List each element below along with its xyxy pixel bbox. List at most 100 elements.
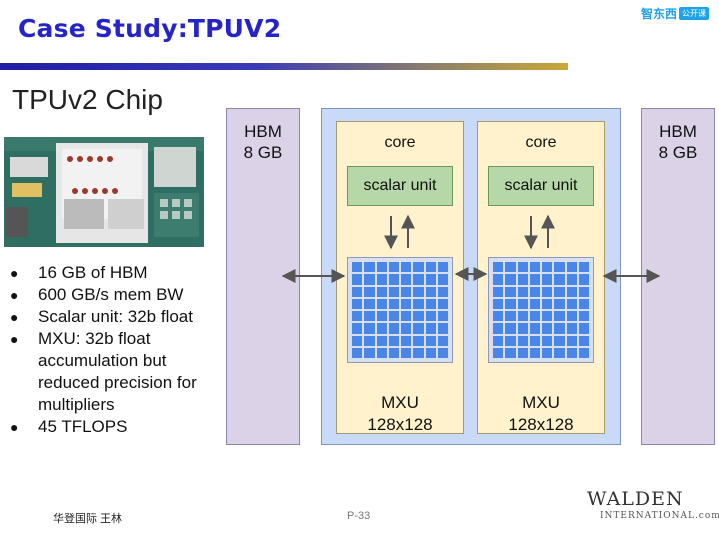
- bullet-icon: ●: [10, 287, 19, 303]
- mxu-cell: [425, 311, 436, 322]
- mxu-cell: [401, 274, 412, 285]
- mxu-cell: [401, 335, 412, 346]
- mxu-cell: [566, 335, 577, 346]
- mxu-cell: [425, 335, 436, 346]
- mxu-cell: [517, 311, 528, 322]
- mxu-cell: [364, 323, 375, 334]
- mxu-cell: [388, 323, 399, 334]
- mxu-cell: [517, 286, 528, 297]
- mxu-grid: [347, 257, 453, 363]
- brand-logo: 智东西 公开课: [641, 5, 710, 21]
- mxu-cell: [364, 335, 375, 346]
- hbm-left-label: HBM 8 GB: [243, 122, 283, 162]
- mxu-cell: [388, 274, 399, 285]
- mxu-cell: [566, 298, 577, 309]
- mxu-cell: [566, 347, 577, 358]
- hbm-left-box: HBM 8 GB: [226, 108, 300, 445]
- walden-logo-sub: INTERNATIONAL.com: [600, 511, 719, 521]
- mxu-cell: [529, 274, 540, 285]
- mxu-cell: [542, 323, 553, 334]
- walden-logo: WALDEN: [587, 488, 684, 510]
- feature-list: ●16 GB of HBM ●600 GB/s mem BW ●Scalar u…: [8, 262, 223, 438]
- mxu-cell: [413, 347, 424, 358]
- mxu-cell: [352, 286, 363, 297]
- hbm-right-box: HBM 8 GB: [641, 108, 715, 445]
- mxu-cell: [493, 286, 504, 297]
- mxu-cell: [493, 347, 504, 358]
- list-item: ●16 GB of HBM: [10, 263, 148, 282]
- footer-author: 华登国际 王林: [53, 513, 123, 525]
- mxu-cell: [425, 274, 436, 285]
- mxu-cell: [413, 311, 424, 322]
- mxu-cell: [437, 298, 448, 309]
- brand-chip: 公开课: [679, 6, 710, 20]
- mxu-cell: [364, 311, 375, 322]
- mxu-cell: [578, 323, 589, 334]
- mxu-cell: [529, 323, 540, 334]
- mxu-cell: [554, 298, 565, 309]
- mxu-cell: [352, 274, 363, 285]
- core-label: core: [525, 134, 557, 151]
- mxu-cell: [542, 262, 553, 273]
- mxu-cell: [364, 298, 375, 309]
- mxu-cell: [578, 286, 589, 297]
- mxu-cell: [566, 274, 577, 285]
- mxu-cell: [401, 323, 412, 334]
- mxu-cell: [554, 274, 565, 285]
- mxu-cell: [505, 335, 516, 346]
- list-item: ●MXU: 32b float accumulation but reduced…: [10, 329, 197, 414]
- mxu-cell: [578, 262, 589, 273]
- mxu-cell: [529, 335, 540, 346]
- mxu-grid: [488, 257, 594, 363]
- mxu-cell: [437, 286, 448, 297]
- list-item: ●Scalar unit: 32b float: [10, 307, 193, 326]
- list-item: ●600 GB/s mem BW: [10, 285, 184, 304]
- mxu-cell: [505, 347, 516, 358]
- mxu-cell: [505, 274, 516, 285]
- mxu-cell: [542, 274, 553, 285]
- mxu-cell: [578, 347, 589, 358]
- mxu-cell: [388, 298, 399, 309]
- mxu-cell: [376, 274, 387, 285]
- mxu-cell: [505, 323, 516, 334]
- mxu-cell: [413, 286, 424, 297]
- mxu-cell: [578, 335, 589, 346]
- mxu-cell: [388, 262, 399, 273]
- mxu-cell: [529, 311, 540, 322]
- mxu-cell: [437, 262, 448, 273]
- mxu-cell: [529, 262, 540, 273]
- mxu-cell: [388, 286, 399, 297]
- mxu-cell: [505, 298, 516, 309]
- mxu-cell: [364, 274, 375, 285]
- mxu-cell: [517, 274, 528, 285]
- mxu-cell: [554, 262, 565, 273]
- mxu-cell: [413, 262, 424, 273]
- brand-text: 智东西: [641, 6, 678, 21]
- mxu-cell: [554, 347, 565, 358]
- mxu-cell: [517, 335, 528, 346]
- mxu-cell: [578, 311, 589, 322]
- mxu-cell: [493, 323, 504, 334]
- title-underline-bar: [0, 63, 568, 70]
- mxu-cell: [376, 335, 387, 346]
- mxu-cell: [364, 347, 375, 358]
- mxu-cell: [517, 262, 528, 273]
- bullet-icon: ●: [10, 309, 19, 325]
- mxu-cell: [493, 311, 504, 322]
- mxu-cell: [505, 311, 516, 322]
- mxu-cell: [425, 262, 436, 273]
- mxu-cell: [554, 311, 565, 322]
- hbm-right-label: HBM 8 GB: [658, 122, 698, 162]
- mxu-cell: [364, 286, 375, 297]
- mxu-cell: [388, 335, 399, 346]
- mxu-cell: [437, 323, 448, 334]
- mxu-cell: [376, 323, 387, 334]
- mxu-cell: [493, 274, 504, 285]
- mxu-cell: [413, 274, 424, 285]
- bullet-icon: ●: [10, 331, 19, 347]
- mxu-cell: [364, 262, 375, 273]
- mxu-label: MXU 128x128: [367, 393, 433, 434]
- mxu-cell: [413, 298, 424, 309]
- mxu-cell: [542, 335, 553, 346]
- mxu-cell: [388, 347, 399, 358]
